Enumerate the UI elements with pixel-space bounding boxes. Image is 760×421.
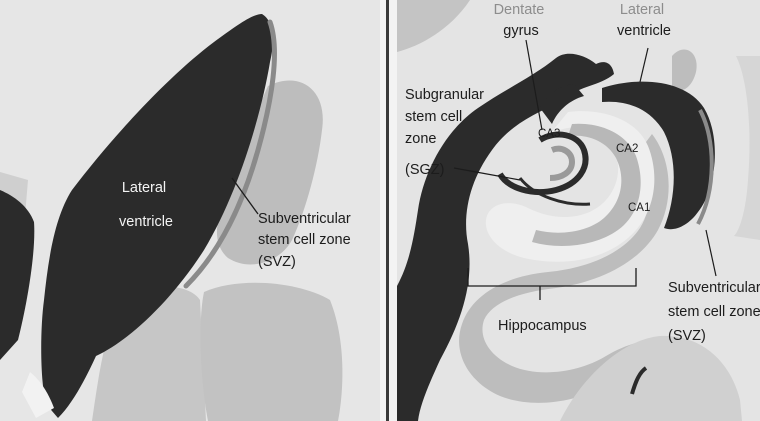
basal-tissue-right	[201, 283, 343, 421]
panel-divider	[386, 0, 389, 421]
right-panel: Dentate gyrus Lateral ventricle Subgranu…	[397, 0, 760, 421]
hippocampus-label: Hippocampus	[498, 318, 587, 334]
ca2-label: CA2	[616, 143, 638, 155]
left-panel: Lateral ventricle Subventricular stem ce…	[0, 0, 380, 421]
ca1-label: CA1	[628, 202, 650, 214]
ca3-label: CA3	[538, 128, 560, 140]
